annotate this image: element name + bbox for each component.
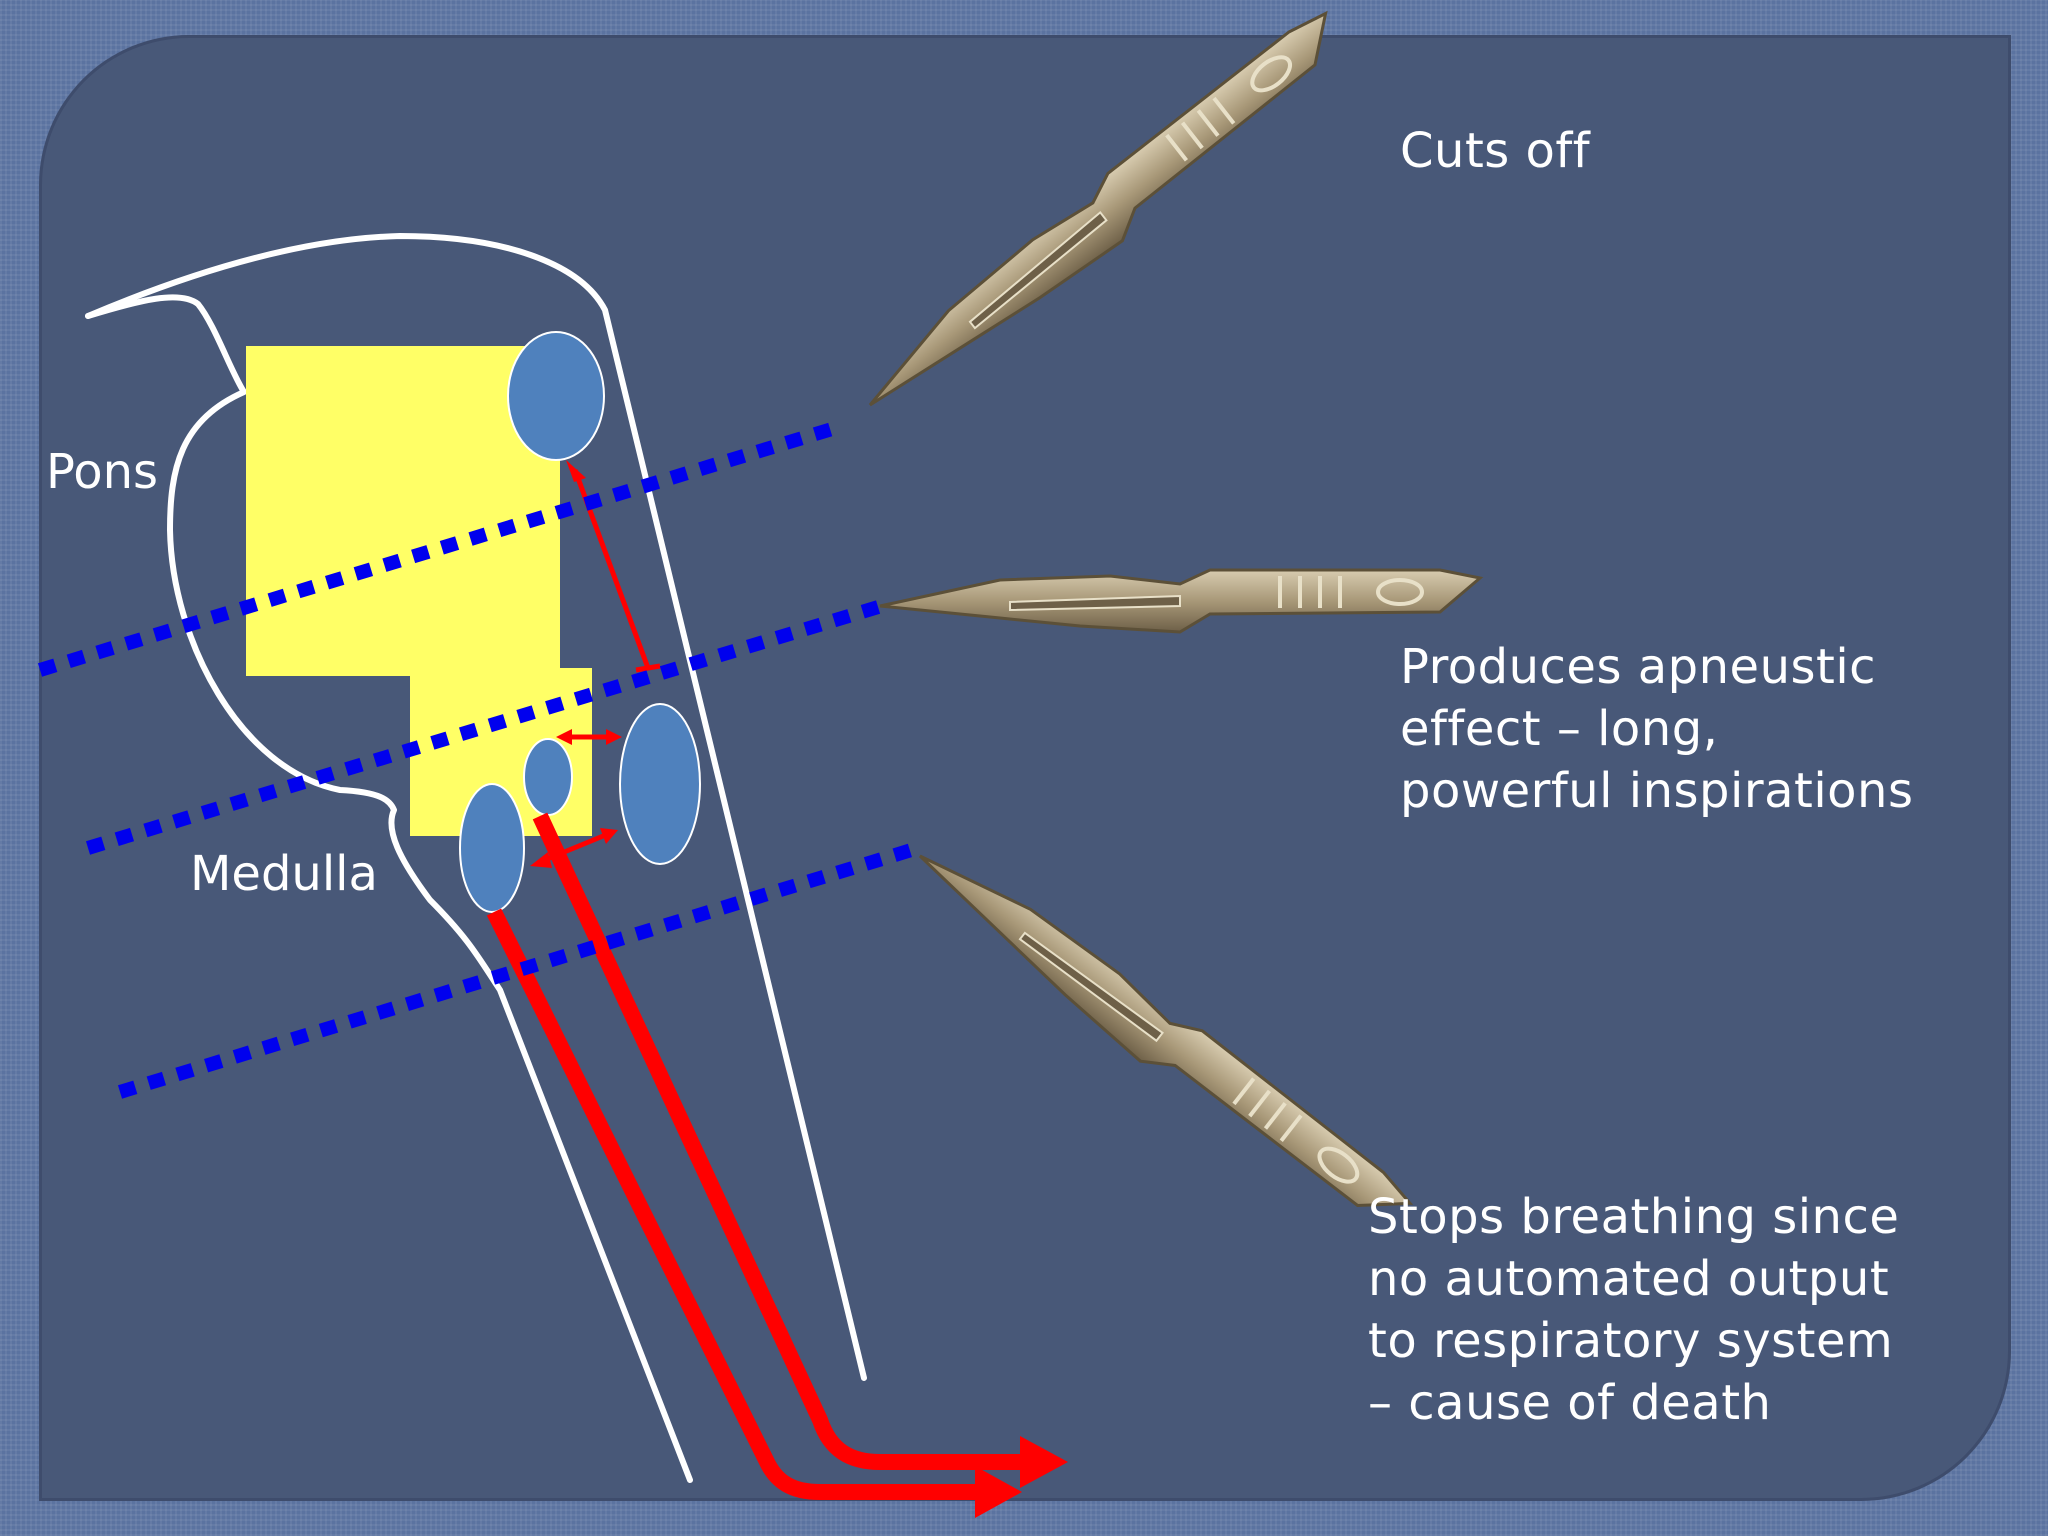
cut-line-2 [85, 597, 891, 855]
neural-pathways [486, 460, 1068, 1518]
medulla-label: Medulla [190, 846, 378, 902]
respiratory-nuclei [459, 331, 701, 913]
cut-1-effect-line: Cuts off [1400, 123, 1591, 179]
pons-label: Pons [46, 444, 159, 500]
apneustic-nucleus-small [523, 738, 573, 816]
cut-3-effect-line: Stops breathing since [1368, 1189, 1900, 1245]
cut-3-effect-line: to respiratory system [1368, 1313, 1894, 1369]
scalpel-icon [901, 825, 1417, 1248]
cut-3-effect: Stops breathing since no automated outpu… [1368, 1186, 1899, 1434]
brainstem-outer-contour [85, 233, 867, 1381]
cut-2-effect-line: effect – long, [1400, 701, 1719, 757]
scalpel-icon [878, 568, 1482, 634]
brainstem-inner-contour [85, 294, 693, 1483]
cut-2-effect: Produces apneustic effect – long, powerf… [1400, 636, 1913, 822]
cut-2-effect-line: Produces apneustic [1400, 639, 1877, 695]
ventral-nucleus [619, 703, 701, 865]
cut-line-3 [117, 841, 921, 1099]
cut-3-effect-line: no automated output [1368, 1251, 1890, 1307]
cut-2-effect-line: powerful inspirations [1400, 763, 1914, 819]
scalpel-icon [845, 5, 1361, 428]
cut-1-effect: Cuts off [1400, 120, 1590, 182]
cut-lines [37, 419, 921, 1099]
cut-3-effect-line: – cause of death [1368, 1375, 1772, 1431]
brainstem-outline [85, 233, 867, 1483]
respiratory-center-block [246, 346, 592, 836]
cut-line-1 [37, 419, 845, 677]
pneumotaxic-nucleus [507, 331, 605, 461]
dorsal-nucleus [459, 783, 525, 913]
